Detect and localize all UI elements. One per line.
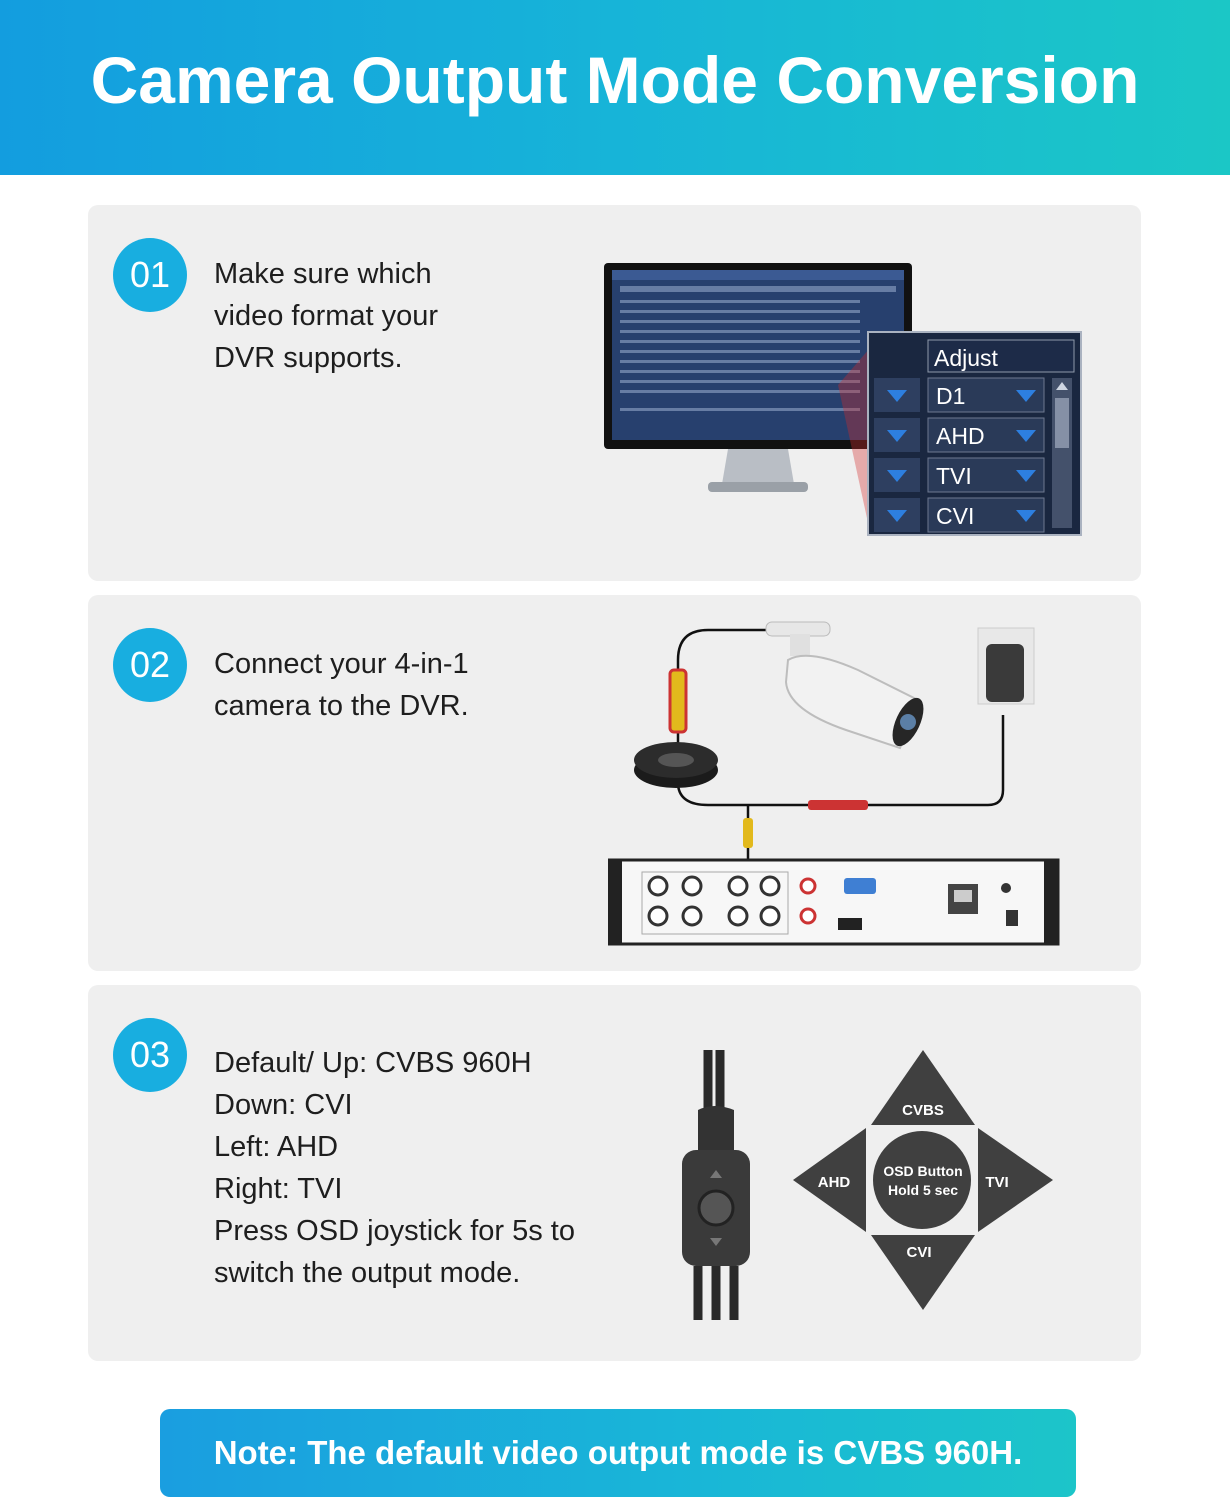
- step-line: camera to the DVR.: [214, 690, 469, 722]
- up-arrow-icon: [871, 1050, 975, 1125]
- menu-option[interactable]: D1: [936, 383, 965, 409]
- step-line: Down: CVI: [214, 1089, 353, 1121]
- right-arrow-icon: [978, 1128, 1053, 1232]
- step-description: Connect your 4-in-1 camera to the DVR.: [214, 643, 469, 727]
- step-line: switch the output mode.: [214, 1257, 521, 1289]
- note-banner: Note: The default video output mode is C…: [160, 1409, 1076, 1497]
- step-line: Right: TVI: [214, 1173, 343, 1205]
- left-arrow-icon: [793, 1128, 866, 1232]
- joystick-down-label: CVI: [906, 1244, 931, 1261]
- monitor-illustration: Adjust D1 AHD TVI CVI: [604, 263, 1082, 536]
- camera-connection-illustration: [608, 621, 1060, 946]
- osd-cable-illustration: [682, 1050, 750, 1320]
- joystick-right-label: TVI: [985, 1174, 1008, 1191]
- step-card-1: 01 Make sure which video format your DVR…: [88, 205, 1141, 581]
- joystick-up-label: CVBS: [902, 1102, 944, 1119]
- step-card-3: 03 Default/ Up: CVBS 960H Down: CVI Left…: [88, 985, 1141, 1361]
- step-line: Default/ Up: CVBS 960H: [214, 1047, 532, 1079]
- osd-button: [873, 1131, 971, 1229]
- step-number-badge: 02: [113, 628, 187, 702]
- step-description: Default/ Up: CVBS 960H Down: CVI Left: A…: [214, 1042, 575, 1294]
- step-line: Left: AHD: [214, 1131, 339, 1163]
- down-arrow-icon: [871, 1235, 975, 1310]
- joystick-center-line1: OSD Button: [883, 1163, 962, 1179]
- menu-title: Adjust: [934, 345, 999, 371]
- step-number-badge: 01: [113, 238, 187, 312]
- page-title: Camera Output Mode Conversion: [90, 43, 1140, 117]
- step-card-2: 02 Connect your 4-in-1 camera to the DVR…: [88, 595, 1141, 971]
- step-line: Make sure which: [214, 258, 432, 290]
- step-line: video format your: [214, 300, 439, 332]
- menu-option[interactable]: TVI: [936, 463, 972, 489]
- step-line: Connect your 4-in-1: [214, 648, 469, 680]
- step-number-badge: 03: [113, 1018, 187, 1092]
- joystick-center-line2: Hold 5 sec: [888, 1182, 958, 1198]
- step-line: DVR supports.: [214, 342, 403, 374]
- menu-option[interactable]: AHD: [936, 423, 985, 449]
- menu-option[interactable]: CVI: [936, 503, 974, 529]
- step-description: Make sure which video format your DVR su…: [214, 253, 438, 379]
- header-banner: Camera Output Mode Conversion: [0, 0, 1230, 175]
- joystick-left-label: AHD: [818, 1174, 851, 1191]
- step-line: Press OSD joystick for 5s to: [214, 1215, 575, 1247]
- joystick-direction-diagram: CVBS CVI AHD TVI OSD Button Hold 5 sec: [793, 1050, 1053, 1310]
